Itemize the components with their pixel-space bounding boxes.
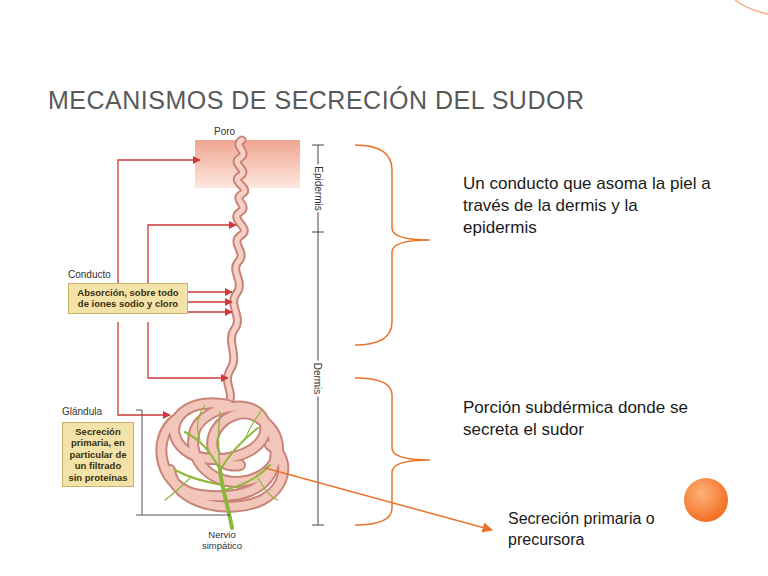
sympathetic-nerve [165, 405, 278, 528]
explanation-text: Secreción primaria o precursora [508, 509, 708, 551]
box-text: Absorción, sobre todo de iones sodio y c… [73, 287, 183, 310]
part-label: Poro [214, 125, 235, 138]
box-text: Secreción primaria, en particular de un … [67, 426, 129, 483]
orange-bracket [355, 145, 430, 525]
orange-pointer [265, 468, 492, 530]
gland-bracket [136, 410, 142, 515]
corner-accent [735, 0, 768, 14]
layer-label: Epidermis [312, 164, 325, 212]
slide-title: MECANISMOS DE SECRECIÓN DEL SUDOR [48, 86, 584, 115]
duct-note-box: Absorción, sobre todo de iones sodio y c… [68, 283, 188, 314]
gland-note-box: Secreción primaria, en particular de un … [62, 422, 134, 487]
part-label: Glándula [62, 405, 102, 418]
decor-dot [684, 478, 728, 522]
sweat-duct [227, 140, 244, 405]
part-label: Nervio simpático [192, 530, 252, 552]
dimension-lines [312, 145, 324, 525]
gland-bracket [142, 515, 230, 516]
part-label: Conducto [68, 268, 111, 281]
layer-label: Dermis [311, 360, 324, 396]
epidermis-band [195, 140, 300, 188]
explanation-text: Un conducto que asoma la piel a través d… [463, 173, 713, 239]
explanation-text: Porción subdérmica donde se secreta el s… [463, 397, 693, 441]
